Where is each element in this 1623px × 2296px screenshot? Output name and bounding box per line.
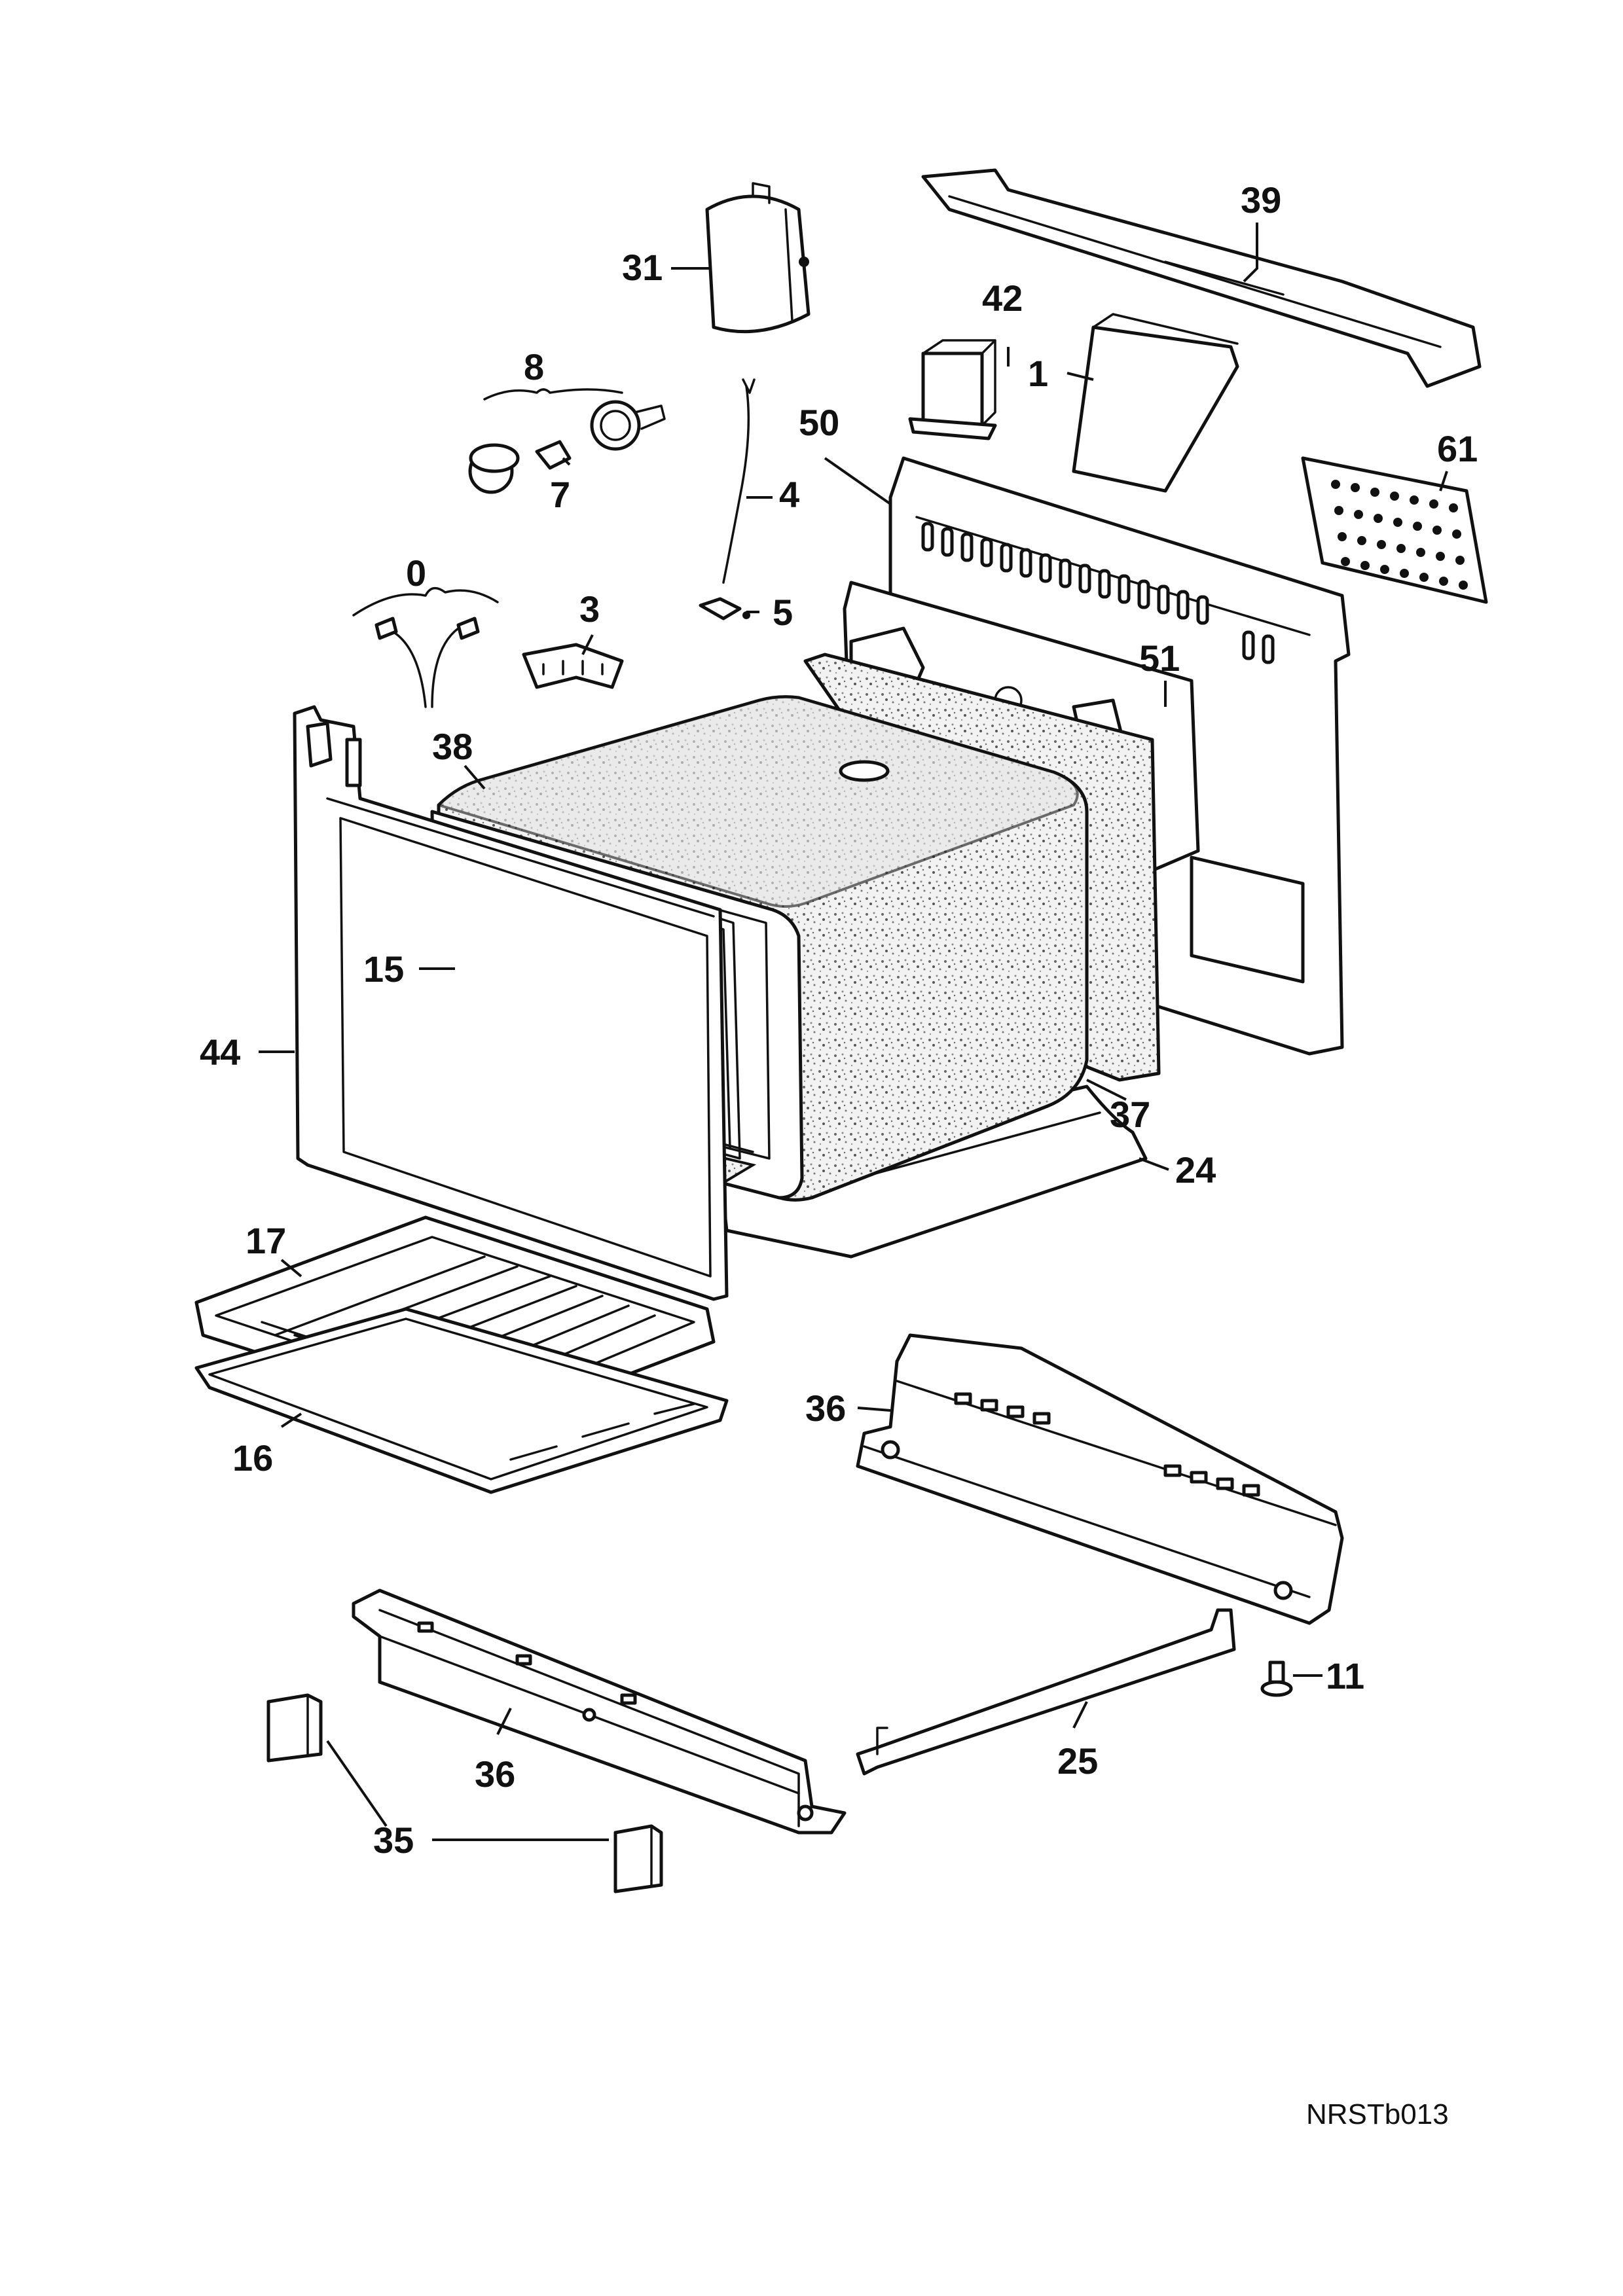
callout-11: 11 [1326, 1655, 1364, 1696]
part-35-end-cap-left [266, 1693, 323, 1763]
callout-31: 31 [622, 247, 663, 288]
grille-holes [1331, 480, 1468, 590]
leader-lines [259, 223, 1448, 1841]
part-11-screw [1260, 1660, 1293, 1697]
callout-39: 39 [1241, 179, 1281, 221]
callout-42: 42 [982, 278, 1023, 319]
callout-36-upper: 36 [805, 1388, 846, 1429]
part-1-duct [1072, 313, 1239, 493]
part-44-front-frame [293, 705, 729, 1301]
callout-37: 37 [1110, 1094, 1150, 1135]
part-25-support-bar [856, 1608, 1236, 1776]
part-4-wire [722, 378, 756, 584]
diagram-code: NRSTb013 [1306, 2098, 1449, 2130]
callout-25: 25 [1057, 1740, 1098, 1782]
part-0-wiring-harness [352, 586, 499, 708]
callout-38: 38 [432, 726, 473, 767]
rail-slots-upper [954, 1392, 1260, 1497]
callout-51: 51 [1139, 637, 1180, 679]
callout-36-lower: 36 [475, 1753, 515, 1795]
callout-24: 24 [1175, 1149, 1216, 1191]
callout-50: 50 [799, 402, 839, 443]
callout-17: 17 [246, 1220, 286, 1261]
callout-5: 5 [773, 592, 793, 633]
part-61-grille [1301, 456, 1488, 604]
callout-35: 35 [373, 1820, 414, 1861]
callout-44: 44 [200, 1031, 240, 1073]
callout-61: 61 [1437, 428, 1478, 469]
part-5-connector [699, 597, 750, 620]
callout-7: 7 [550, 474, 570, 515]
callout-0: 0 [406, 552, 426, 594]
part-31-cover [705, 182, 811, 334]
part-3-terminal-block [522, 643, 624, 689]
callout-8: 8 [524, 346, 544, 387]
part-8-lamp-assembly [468, 388, 666, 494]
callout-1: 1 [1028, 353, 1048, 394]
vent-slots [921, 522, 1275, 664]
part-36-side-rail-lower [352, 1588, 847, 1835]
part-35-end-cap-right [613, 1824, 663, 1893]
callout-16: 16 [232, 1437, 273, 1479]
callout-3: 3 [579, 588, 600, 630]
part-39-top-rail [921, 168, 1482, 388]
part-36-side-rail-upper [856, 1333, 1344, 1625]
part-42-bracket [908, 339, 997, 440]
part-16-drip-tray [194, 1307, 729, 1494]
callout-labels: 31 42 39 1 8 50 61 7 4 0 3 5 51 38 15 44… [200, 179, 1478, 1861]
callout-4: 4 [779, 474, 799, 515]
callout-15: 15 [363, 948, 404, 990]
